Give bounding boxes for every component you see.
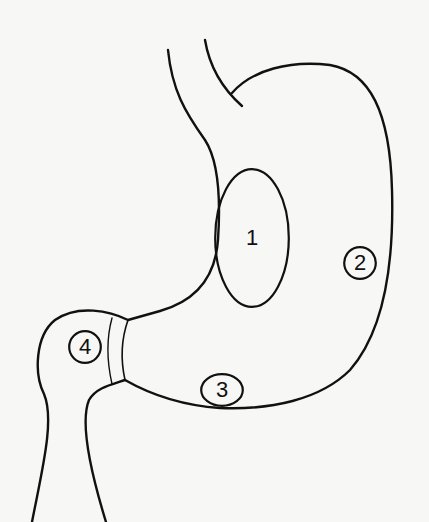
- duodenum-inner-wall: [86, 380, 125, 522]
- duodenum-outer-wall: [32, 310, 128, 522]
- outline-ellipse: [201, 374, 243, 406]
- callout-number: 1: [246, 227, 258, 249]
- callout-number: 3: [216, 379, 228, 401]
- region-oval: 1: [214, 168, 290, 308]
- esophagus-right-wall: [205, 40, 242, 106]
- callout-circle: 3: [200, 373, 244, 407]
- esophagus-lesser-curvature: [128, 50, 219, 320]
- pylorus-ring: [122, 320, 128, 380]
- outline-ellipse: [215, 169, 289, 307]
- pylorus-ring-inner: [108, 318, 112, 384]
- callout-circle: 4: [68, 330, 102, 364]
- callout-number: 4: [79, 336, 91, 358]
- greater-curvature: [125, 64, 392, 409]
- callout-number: 2: [354, 252, 366, 274]
- outline-ellipse: [69, 331, 101, 363]
- callout-circle: 2: [343, 246, 377, 280]
- outline-ellipse: [344, 247, 376, 279]
